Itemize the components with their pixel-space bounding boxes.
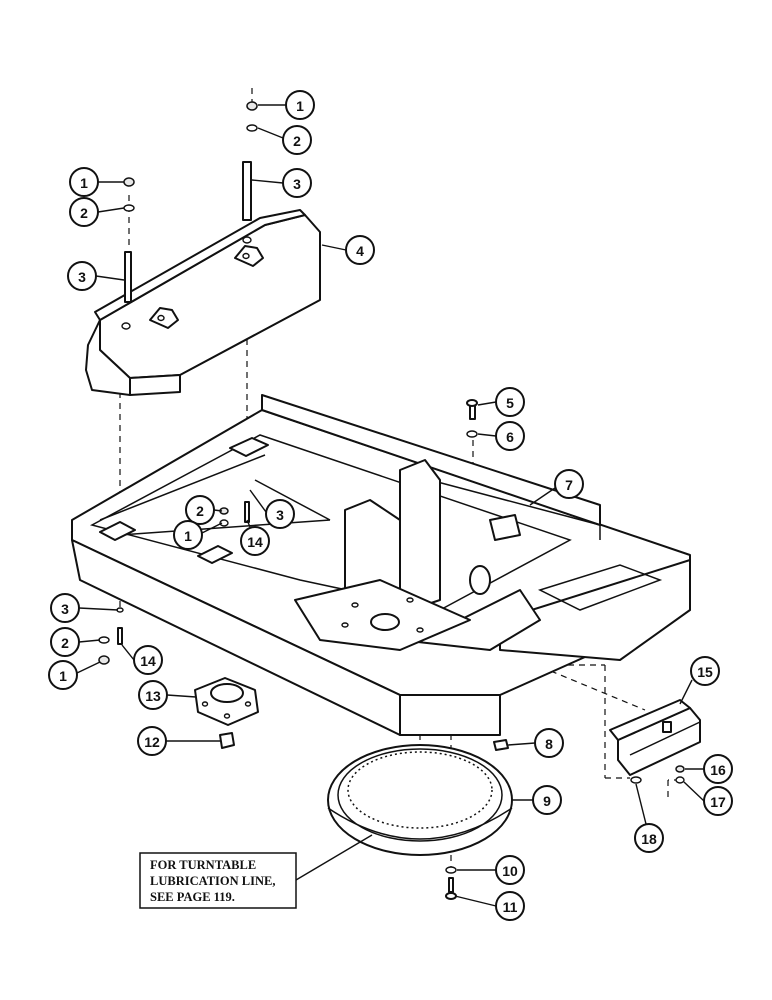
callout-number: 2 — [293, 133, 301, 149]
callout-circle — [282, 125, 312, 155]
callout-number: 7 — [565, 477, 573, 493]
callout-number: 4 — [356, 243, 364, 259]
callout-1: 1 — [48, 660, 78, 690]
callout-7: 7 — [554, 469, 584, 499]
callout-number: 14 — [140, 653, 156, 669]
callout-2: 2 — [282, 125, 312, 155]
callout-number: 17 — [710, 794, 726, 810]
callout-circle — [137, 726, 167, 756]
callout-number: 6 — [506, 429, 514, 445]
callout-circle — [634, 823, 664, 853]
callout-circle — [240, 526, 270, 556]
callout-circle — [282, 168, 312, 198]
callout-1: 1 — [173, 520, 203, 550]
callout-circle — [690, 656, 720, 686]
frame-fasteners — [98, 399, 478, 665]
callout-15: 15 — [690, 656, 720, 686]
callout-number: 3 — [78, 269, 86, 285]
callout-number: 3 — [276, 507, 284, 523]
callout-number: 15 — [697, 664, 713, 680]
callout-17: 17 — [703, 786, 733, 816]
callout-circle — [138, 680, 168, 710]
callout-number: 1 — [59, 668, 67, 684]
callout-number: 9 — [543, 793, 551, 809]
callout-3: 3 — [50, 593, 80, 623]
callout-10: 10 — [495, 855, 525, 885]
callout-circle — [173, 520, 203, 550]
callout-circle — [532, 785, 562, 815]
turntable-bearing — [327, 739, 513, 856]
callout-14: 14 — [240, 526, 270, 556]
callout-2: 2 — [50, 627, 80, 657]
callout-6: 6 — [495, 421, 525, 451]
callout-circle — [703, 786, 733, 816]
callout-circle — [495, 891, 525, 921]
callout-circle — [495, 855, 525, 885]
callout-circle — [50, 593, 80, 623]
callout-number: 5 — [506, 395, 514, 411]
callout-3: 3 — [282, 168, 312, 198]
ring-fasteners — [445, 866, 457, 900]
callout-circle — [703, 754, 733, 784]
callout-circle — [345, 235, 375, 265]
callout-number: 10 — [502, 863, 518, 879]
counterweight — [85, 209, 321, 396]
callout-number: 18 — [641, 831, 657, 847]
callout-number: 2 — [80, 205, 88, 221]
callout-circle — [69, 197, 99, 227]
callout-number: 1 — [80, 175, 88, 191]
callout-number: 3 — [293, 176, 301, 192]
bearing-cap — [194, 677, 259, 749]
note-box: FOR TURNTABLE LUBRICATION LINE, SEE PAGE… — [139, 834, 373, 909]
callout-number: 8 — [545, 736, 553, 752]
note-line-2: LUBRICATION LINE, — [150, 874, 276, 888]
callout-number: 3 — [61, 601, 69, 617]
callout-circle — [48, 660, 78, 690]
callout-1: 1 — [69, 167, 99, 197]
leader-lines — [76, 104, 705, 907]
note-line-3: SEE PAGE 119. — [150, 890, 235, 904]
callout-circle — [554, 469, 584, 499]
callout-13: 13 — [138, 680, 168, 710]
callout-circle — [495, 387, 525, 417]
callout-number: 1 — [296, 98, 304, 114]
callout-8: 8 — [534, 728, 564, 758]
callout-number: 14 — [247, 534, 263, 550]
main-frame — [71, 394, 691, 736]
studs-and-fasteners-top — [123, 101, 258, 303]
callout-number: 13 — [145, 688, 161, 704]
callout-1: 1 — [285, 90, 315, 120]
callout-circle — [265, 499, 295, 529]
callout-circle — [69, 167, 99, 197]
callout-circle — [67, 261, 97, 291]
callout-4: 4 — [345, 235, 375, 265]
callout-number: 12 — [144, 734, 160, 750]
callout-number: 2 — [61, 635, 69, 651]
callout-number: 16 — [710, 762, 726, 778]
callout-circle — [50, 627, 80, 657]
callout-circle — [285, 90, 315, 120]
callout-2: 2 — [185, 495, 215, 525]
callout-18: 18 — [634, 823, 664, 853]
callout-circle — [534, 728, 564, 758]
callout-11: 11 — [495, 891, 525, 921]
callout-12: 12 — [137, 726, 167, 756]
callout-circle — [495, 421, 525, 451]
callout-9: 9 — [532, 785, 562, 815]
callout-2: 2 — [69, 197, 99, 227]
callout-circle — [133, 645, 163, 675]
callout-number: 1 — [184, 528, 192, 544]
callout-16: 16 — [703, 754, 733, 784]
callout-14: 14 — [133, 645, 163, 675]
tool-box — [609, 699, 701, 784]
callout-circle — [185, 495, 215, 525]
note-line-1: FOR TURNTABLE — [150, 858, 256, 872]
callout-number: 11 — [503, 899, 518, 915]
callout-3: 3 — [265, 499, 295, 529]
callout-number: 2 — [196, 503, 204, 519]
callout-3: 3 — [67, 261, 97, 291]
callout-5: 5 — [495, 387, 525, 417]
